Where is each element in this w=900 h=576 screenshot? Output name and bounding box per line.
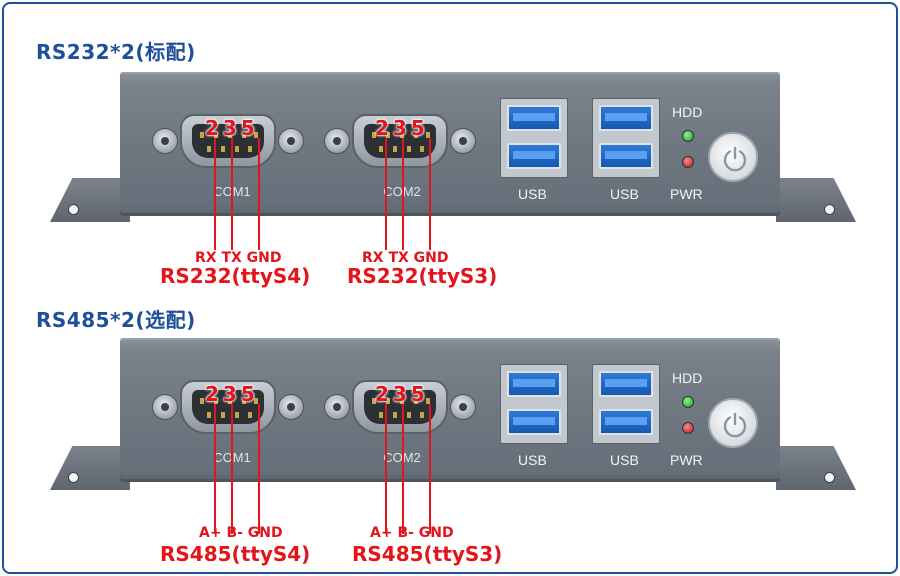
usb-label: USB — [610, 452, 639, 468]
com2-pin-names: RX TX GND — [362, 250, 449, 266]
rs485-section: RS485*2(选配) COM1 COM2 USB USB HDD — [0, 288, 900, 576]
com2-pin-numbers: 235 — [375, 382, 429, 406]
com2-pin-numbers: 235 — [375, 116, 429, 140]
pin-leader-line — [402, 138, 404, 250]
com1-connector — [148, 378, 308, 438]
screw-icon — [324, 128, 350, 154]
pin-leader-line — [231, 404, 233, 534]
screw-icon — [450, 394, 476, 420]
screw-icon — [152, 128, 178, 154]
hdd-label: HDD — [672, 370, 703, 386]
hdd-led-icon — [682, 130, 694, 142]
com1-caption: RS232(ttyS4) — [160, 264, 311, 288]
com2-connector — [320, 112, 480, 172]
hdd-label: HDD — [672, 104, 703, 120]
pwr-led-icon — [682, 422, 694, 434]
power-icon — [723, 412, 747, 438]
usb-label: USB — [518, 186, 547, 202]
mounting-bracket-left — [50, 178, 130, 222]
mounting-bracket-right — [776, 446, 856, 490]
screw-icon — [450, 128, 476, 154]
com2-connector — [320, 378, 480, 438]
usb-port-pair[interactable] — [500, 364, 568, 444]
usb-port-pair[interactable] — [592, 98, 660, 178]
com1-pin-numbers: 235 — [205, 116, 259, 140]
com2-pin-names: A+ B- GND — [370, 525, 454, 541]
pin-leader-line — [214, 404, 216, 534]
device-front-panel: COM1 COM2 USB USB HDD PWR — [120, 338, 780, 482]
pin-leader-line — [258, 138, 260, 250]
screw-icon — [278, 128, 304, 154]
com1-caption: RS485(ttyS4) — [160, 542, 311, 566]
com2-caption: RS232(ttyS3) — [347, 264, 498, 288]
section-heading: RS232*2(标配) — [36, 40, 196, 64]
pin-leader-line — [385, 404, 387, 534]
pin-leader-line — [402, 404, 404, 534]
pwr-label: PWR — [670, 452, 703, 468]
section-heading: RS485*2(选配) — [36, 308, 196, 332]
hdd-led-icon — [682, 396, 694, 408]
screw-icon — [278, 394, 304, 420]
rs232-section: RS232*2(标配) COM1 COM2 USB USB HDD — [36, 40, 856, 288]
pwr-label: PWR — [670, 186, 703, 202]
pin-leader-line — [429, 404, 431, 534]
power-button[interactable] — [708, 398, 758, 448]
usb-label: USB — [518, 452, 547, 468]
com1-connector — [148, 112, 308, 172]
pin-leader-line — [385, 138, 387, 250]
usb-port-pair[interactable] — [592, 364, 660, 444]
usb-label: USB — [610, 186, 639, 202]
power-icon — [723, 146, 747, 172]
device-front-panel: COM1 COM2 USB USB HDD PWR — [120, 72, 780, 216]
usb-port-pair[interactable] — [500, 98, 568, 178]
com1-pin-numbers: 235 — [205, 382, 259, 406]
com1-pin-names: RX TX GND — [195, 250, 282, 266]
mounting-bracket-right — [776, 178, 856, 222]
screw-icon — [152, 394, 178, 420]
pin-leader-line — [231, 138, 233, 250]
mounting-bracket-left — [50, 446, 130, 490]
com1-pin-names: A+ B- GND — [199, 525, 283, 541]
power-button[interactable] — [708, 132, 758, 182]
pin-leader-line — [214, 138, 216, 250]
pin-leader-line — [258, 404, 260, 534]
screw-icon — [324, 394, 350, 420]
pwr-led-icon — [682, 156, 694, 168]
com2-caption: RS485(ttyS3) — [352, 542, 503, 566]
pin-leader-line — [429, 138, 431, 250]
